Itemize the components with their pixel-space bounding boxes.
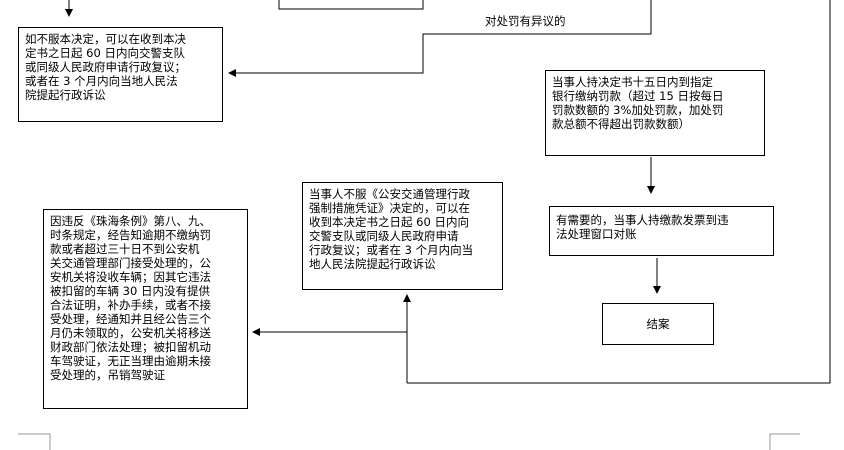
box-confiscate: 因违反《珠海条例》第八、九、 时条规定，经告知逾期不缴纳罚 款或者超过三十日不到…	[43, 209, 248, 409]
box-pay-fine: 当事人持决定书十五日内到指定 银行缴纳罚款（超过 15 日按每日 罚款数额的 3…	[545, 70, 765, 156]
box-close-label: 结案	[646, 317, 670, 331]
box-close: 结案	[602, 303, 714, 345]
box-coercive-appeal: 当事人不服《公安交通管理行政 强制措施凭证》决定的，可以在 收到本决定书之日起 …	[302, 182, 503, 290]
corner-mark-right	[769, 433, 800, 450]
box-appeal: 如不服本决定，可以在收到本决 定书之日起 60 日内向交警支队 或同级人民政府申…	[18, 27, 223, 122]
corner-mark-left	[18, 433, 51, 450]
partial-box-top	[278, 0, 424, 10]
arrow-objection	[228, 0, 652, 77]
box-reconcile: 有需要的，当事人持缴款发票到违 法处理窗口对账	[549, 206, 774, 256]
edge-label-objection: 对处罚有异议的	[485, 14, 566, 28]
arrow-right-side	[407, 0, 831, 384]
